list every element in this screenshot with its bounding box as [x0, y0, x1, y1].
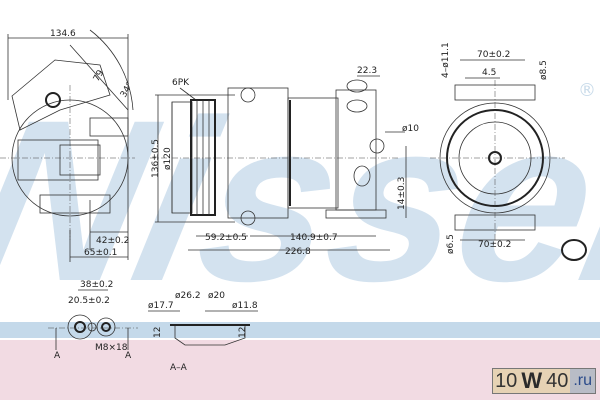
- registered-mark-label: ®: [578, 80, 596, 101]
- section-a-a: ø17.7 ø26.2 ø20 ø11.8 12 12 A–A: [148, 291, 258, 373]
- port-view: 38±0.2 20.5±0.2 A A M8×18: [48, 280, 138, 361]
- front-view-pulley-dia-label: ø120: [163, 147, 173, 170]
- rear-view-top-dia-label: ø8.5: [539, 60, 549, 80]
- rear-view-bottom-dia-label: ø6.5: [446, 234, 456, 254]
- side-view-width-label: 134.6: [50, 29, 76, 39]
- logo-part4-label: .ru: [570, 369, 595, 393]
- rear-view-offset-label: 4.5: [482, 68, 496, 78]
- section-h1-label: 12: [153, 327, 163, 338]
- front-view-dim-59-label: 59.2±0.5: [205, 233, 247, 243]
- front-view-length-label: 226.8: [285, 247, 311, 257]
- side-view-angle1-label: 79: [92, 68, 107, 83]
- front-view-dim-14-label: 14±0.3: [397, 177, 407, 210]
- rear-view-holes-label: 4–ø11.1: [441, 42, 451, 78]
- section-h2-label: 12: [238, 327, 248, 338]
- side-view-dim-42-label: 42±0.2: [96, 236, 129, 246]
- section-d1-label: ø17.7: [148, 301, 174, 311]
- logo-part2-label: W: [521, 368, 543, 393]
- front-view-dim-140-label: 140.9±0.7: [290, 233, 338, 243]
- side-view: 134.6 79 34° 42±0.2 65±0.1: [0, 29, 136, 262]
- connector-icon: [561, 239, 587, 261]
- front-view-hole-label: ø10: [402, 124, 419, 134]
- front-view: 6PK 136±0.5 ø120 22.3 ø10 14±0.3 59.2±0.…: [150, 66, 419, 257]
- side-view-dim-65-label: 65±0.1: [84, 248, 117, 258]
- front-view-dim-22-label: 22.3: [357, 66, 377, 76]
- front-view-height-label: 136±0.5: [151, 139, 161, 178]
- section-d2-label: ø26.2: [175, 291, 201, 301]
- section-d4-label: ø11.8: [232, 301, 258, 311]
- port-view-dim-38-label: 38±0.2: [80, 280, 113, 290]
- side-view-angle2-label: 34°: [119, 81, 136, 100]
- rear-view-top-width-label: 70±0.2: [477, 50, 510, 60]
- port-view-section-mark-label: A: [54, 351, 61, 361]
- logo-part3-label: 40: [546, 370, 569, 392]
- logo-part1-label: 10: [495, 370, 518, 392]
- section-d3-label: ø20: [208, 291, 225, 301]
- port-view-section-mark-label: A: [125, 351, 132, 361]
- watermark-label: Nissens: [0, 72, 600, 329]
- rear-view: 4–ø11.1 70±0.2 4.5 ø8.5 ø6.5 70±0.2: [430, 42, 587, 261]
- port-view-dim-20-label: 20.5±0.2: [68, 296, 110, 306]
- port-view-thread-label: M8×18: [95, 343, 128, 353]
- blue-band: [0, 322, 600, 338]
- front-view-belt-label: 6PK: [172, 78, 190, 88]
- section-label-label: A–A: [170, 363, 188, 373]
- rear-view-bottom-width-label: 70±0.2: [478, 240, 511, 250]
